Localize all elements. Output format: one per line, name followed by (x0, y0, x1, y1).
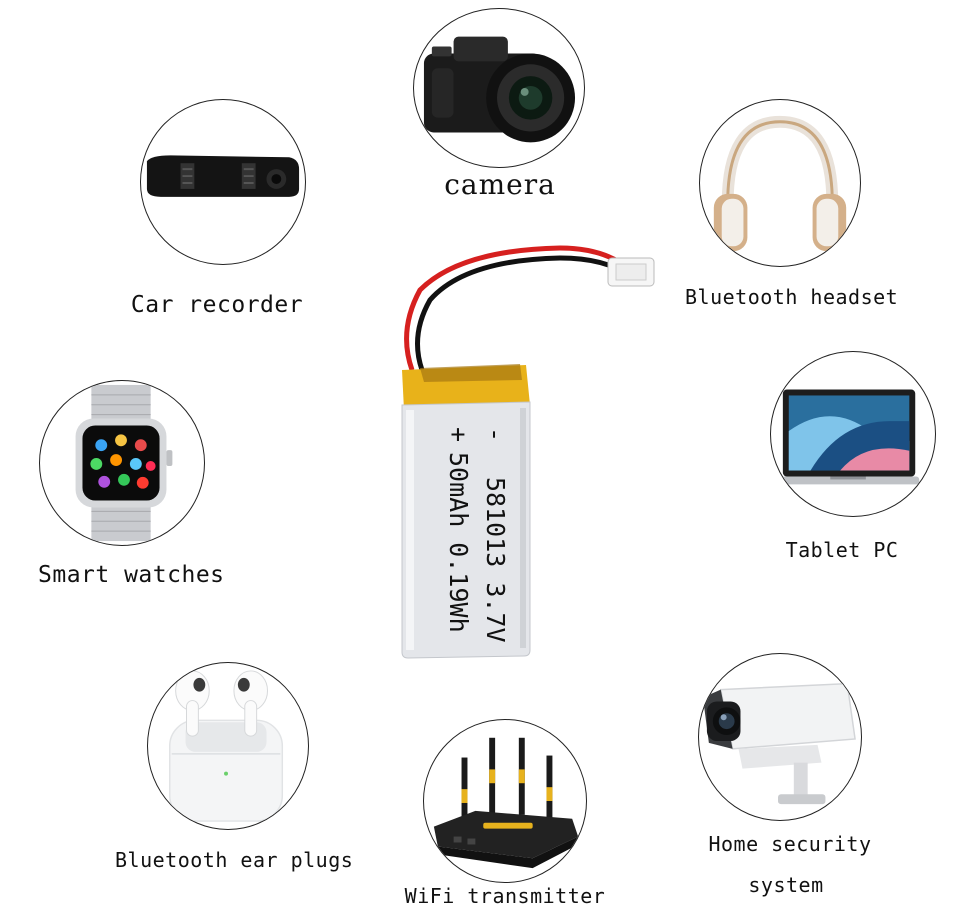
bluetooth-headset-label: Bluetooth headset (685, 285, 899, 309)
battery-label: - + 581013 3.7V 50mAh 0.19Wh (395, 372, 535, 662)
earbuds-icon (168, 670, 284, 822)
camera-label: camera (444, 168, 556, 201)
tablet-circle (770, 351, 936, 517)
security-circle (698, 653, 862, 821)
router-icon (433, 737, 579, 869)
wifi-circle (423, 719, 587, 883)
headphones-icon (713, 115, 847, 252)
battery-minus: - (481, 427, 510, 443)
battery-model-line: 581013 3.7V (481, 477, 510, 643)
tablet-pc-label: Tablet PC (785, 538, 899, 562)
camera-circle (413, 8, 585, 168)
battery-capacity-line: 50mAh 0.19Wh (444, 452, 473, 633)
headset-circle (699, 99, 861, 267)
battery-graphic (401, 245, 655, 659)
home-security-label-line2: system (748, 873, 824, 897)
dashcam-icon (146, 155, 300, 197)
home-security-label-line1: Home security (708, 832, 872, 856)
earplugs-circle (147, 662, 309, 830)
bluetooth-ear-plugs-label: Bluetooth ear plugs (115, 848, 354, 872)
wifi-transmitter-label: WiFi transmitter (404, 884, 606, 908)
laptop-icon (778, 389, 920, 485)
smart-watches-label: Smart watches (38, 562, 225, 588)
battery-plus: + (444, 427, 473, 443)
camera-icon (423, 36, 576, 143)
smart-watch-circle (39, 380, 205, 546)
security-camera-icon (702, 682, 856, 805)
car-recorder-label: Car recorder (130, 292, 304, 318)
smartwatch-icon (75, 384, 173, 542)
car-recorder-circle (140, 99, 306, 265)
lipo-battery (380, 230, 670, 670)
